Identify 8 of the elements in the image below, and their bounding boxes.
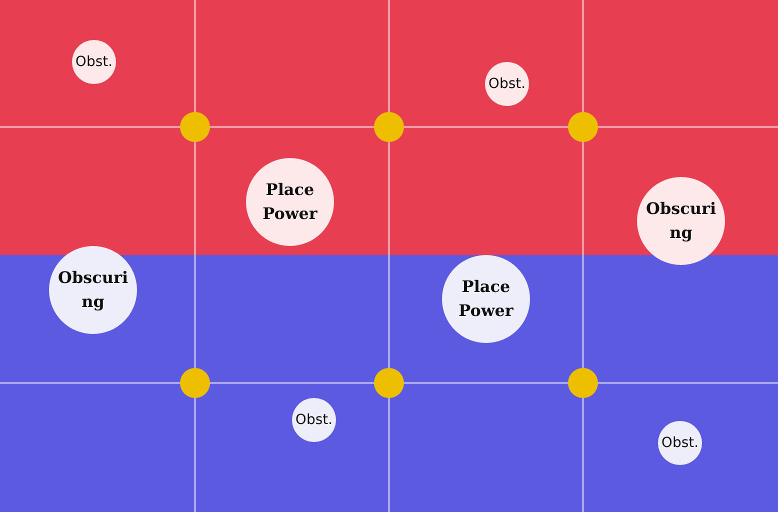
- node-label: Obst.: [75, 54, 113, 70]
- node-label: Obst.: [661, 435, 699, 451]
- node-label: Obscuring: [646, 198, 716, 244]
- node-label: Place Power: [262, 179, 318, 225]
- node-label: Obscuring: [58, 267, 128, 313]
- node-label: Obst.: [295, 412, 333, 428]
- node-label: Obst.: [488, 76, 526, 92]
- node-label: Place Power: [458, 276, 514, 322]
